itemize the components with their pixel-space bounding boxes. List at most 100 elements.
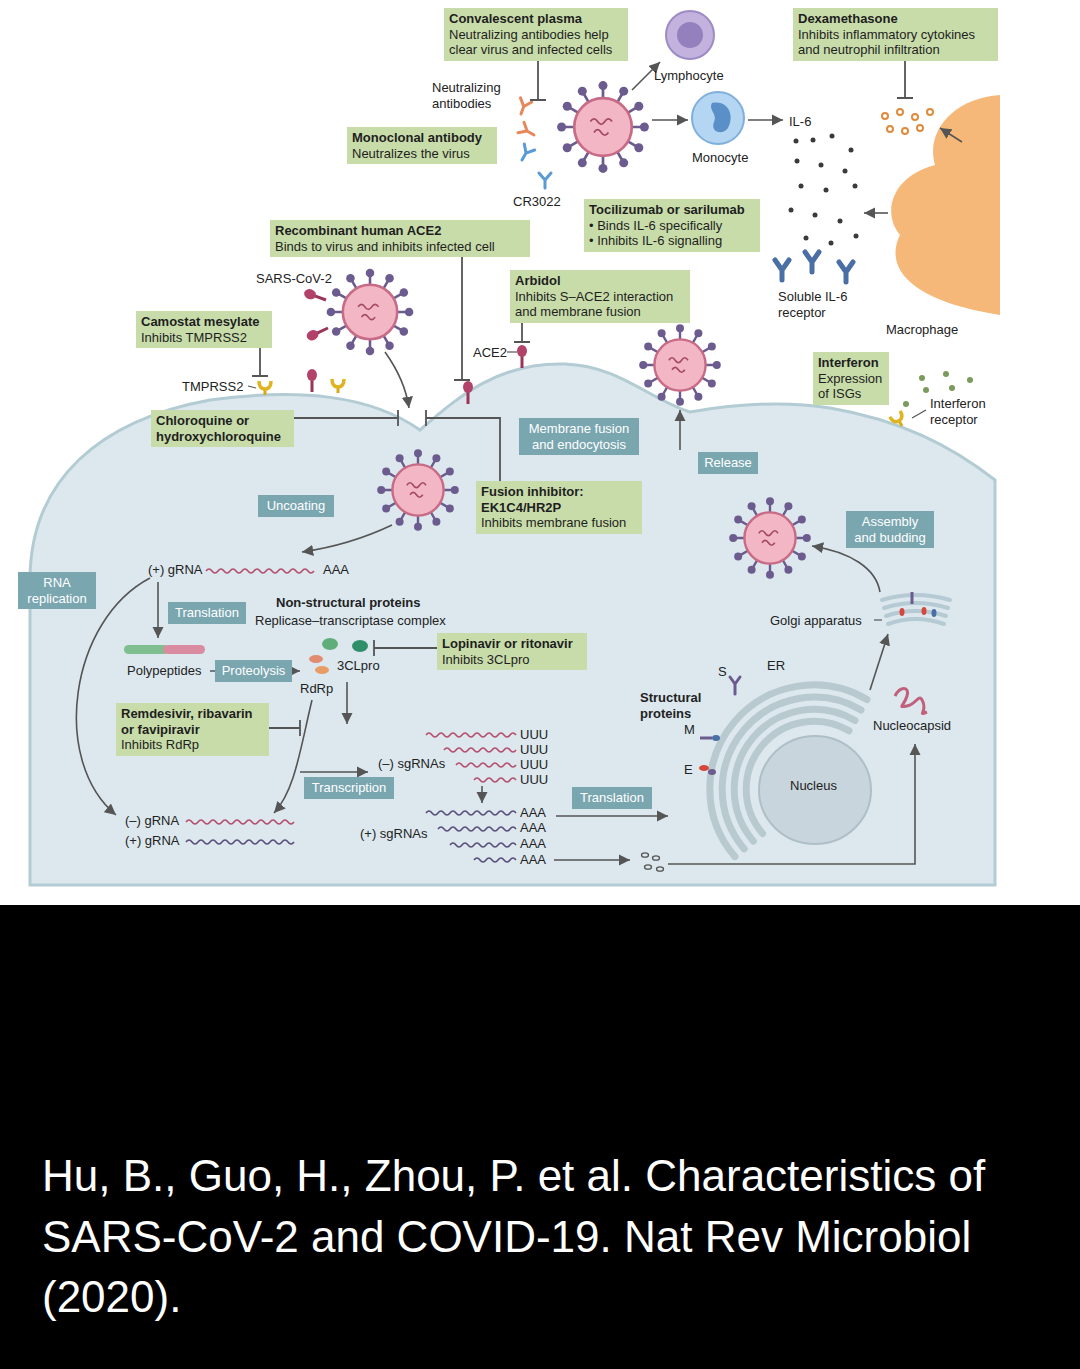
box-heading: Monoclonal antibody xyxy=(352,130,492,146)
arrows xyxy=(556,815,668,817)
il6-dots xyxy=(799,184,804,189)
soluble-receptor xyxy=(775,252,853,282)
step-box: Assembly and budding xyxy=(846,511,934,548)
receptor-symbols xyxy=(305,323,330,342)
receptor-symbols xyxy=(259,381,271,395)
receptor-symbols xyxy=(332,379,344,393)
golgi-stack xyxy=(886,611,946,616)
golgi-stack xyxy=(882,595,950,624)
box-heading: Remdesivir, ribavarin or favipiravir xyxy=(121,706,264,737)
protein-symbols xyxy=(315,666,329,674)
box-text: Binds to virus and inhibits infected cel… xyxy=(275,239,525,255)
part-label: Non-structural proteins xyxy=(276,595,420,611)
box-text: Neutralizes the virus xyxy=(352,146,492,162)
il6-dots xyxy=(843,169,848,174)
receptor-symbols xyxy=(259,287,527,404)
part-label: ACE2 xyxy=(473,345,507,361)
part-label: 3CLpro xyxy=(337,658,380,674)
cytokine-dots xyxy=(882,113,888,119)
cytokine-dots xyxy=(917,125,923,131)
receptor-symbols xyxy=(303,287,328,304)
box-heading: Translation xyxy=(173,605,241,621)
part-label: AAA xyxy=(520,836,546,852)
step-box: Translation xyxy=(572,787,652,809)
part-label: (–) sgRNAs xyxy=(378,756,445,772)
receptor-symbols xyxy=(463,381,473,404)
caption: Hu, B., Guo, H., Zhou, P. et al. Charact… xyxy=(42,1146,1052,1328)
drug-box: Lopinavir or ritonavirInhibits 3CLpro xyxy=(437,633,587,670)
part-label: Nucleus xyxy=(790,778,837,794)
rna-strands xyxy=(186,811,516,862)
golgi-stack xyxy=(884,603,948,608)
protein-symbols xyxy=(645,865,652,869)
il6-dots xyxy=(854,234,859,239)
part-label: Polypeptides xyxy=(127,663,201,679)
box-heading: Assembly and budding xyxy=(851,514,929,545)
il6-dots xyxy=(813,213,818,218)
drug-box: Camostat mesylateInhibits TMPRSS2 xyxy=(136,311,272,348)
box-heading: RNA replication xyxy=(23,575,91,606)
cytokine-dots xyxy=(902,128,908,134)
interferon-dots xyxy=(923,387,929,393)
protein-symbols xyxy=(699,765,709,771)
arrows xyxy=(300,771,368,773)
part-label: (+) gRNA xyxy=(125,833,180,849)
lymphocyte-cell xyxy=(666,11,714,59)
arrows xyxy=(679,410,681,450)
part-label: Interferon receptor xyxy=(930,396,998,427)
protein-symbols xyxy=(352,640,368,652)
drug-box: Chloroquine or hydroxychloroquine xyxy=(151,410,294,447)
monocyte-cell xyxy=(692,92,744,144)
arrows xyxy=(748,119,783,121)
cytokine-dots xyxy=(927,109,933,115)
er-nucleus xyxy=(759,736,871,844)
part-label: Monocyte xyxy=(692,150,748,166)
part-label: M xyxy=(684,722,695,738)
golgi-proteins xyxy=(932,609,937,617)
protein-symbols xyxy=(653,856,660,860)
part-label: Macrophage xyxy=(886,322,958,338)
cytokine-dots xyxy=(882,109,933,134)
part-label: AAA xyxy=(520,852,546,868)
arrows xyxy=(385,352,409,408)
il6-dots xyxy=(838,219,843,224)
part-label: CR3022 xyxy=(513,194,561,210)
box-heading: Proteolysis xyxy=(220,663,287,679)
part-label: ER xyxy=(767,658,785,674)
antibody-symbol xyxy=(517,144,535,163)
virus-particle xyxy=(377,449,459,531)
leader-lines xyxy=(912,410,926,418)
drug-box: InterferonExpression of ISGs xyxy=(813,352,889,405)
il6-dots xyxy=(794,139,799,144)
part-label: (–) gRNA xyxy=(125,813,179,829)
rna-strands xyxy=(456,763,516,767)
rna-strands xyxy=(450,843,516,847)
protein-symbols xyxy=(642,853,664,871)
il6-dots xyxy=(849,148,854,153)
box-text: Inhibits inflammatory cytokines and neut… xyxy=(798,27,993,58)
arrows xyxy=(481,786,483,803)
box-text: Inhibits TMPRSS2 xyxy=(141,330,267,346)
box-heading: Arbidol xyxy=(515,273,685,289)
il6-dots xyxy=(811,138,816,143)
receptor-symbols xyxy=(517,345,527,368)
box-heading: Membrane fusion and endocytosis xyxy=(524,421,634,452)
il6-dots xyxy=(830,134,835,139)
drug-box: DexamethasoneInhibits inflammatory cytok… xyxy=(793,8,998,61)
step-box: Release xyxy=(698,452,758,474)
inhibition-lines xyxy=(454,245,470,380)
part-label: Lymphocyte xyxy=(654,68,724,84)
part-label: Nucleocapsid xyxy=(873,718,951,734)
box-heading: Interferon xyxy=(818,355,884,371)
drug-box: ArbidolInhibits S–ACE2 interaction and m… xyxy=(510,270,690,323)
box-text: Inhibits 3CLpro xyxy=(442,652,582,668)
box-heading: Fusion inhibitor: EK1C4/HR2P xyxy=(481,484,637,515)
caption-band xyxy=(0,905,1080,1369)
arrows xyxy=(864,212,888,214)
part-label: SARS-CoV-2 xyxy=(256,271,332,287)
drug-box: Remdesivir, ribavarin or favipiravirInhi… xyxy=(116,703,269,756)
rna-strands xyxy=(186,840,294,844)
antibody-symbol xyxy=(515,98,551,188)
arrows xyxy=(76,578,150,815)
interferon-dots xyxy=(903,401,909,407)
